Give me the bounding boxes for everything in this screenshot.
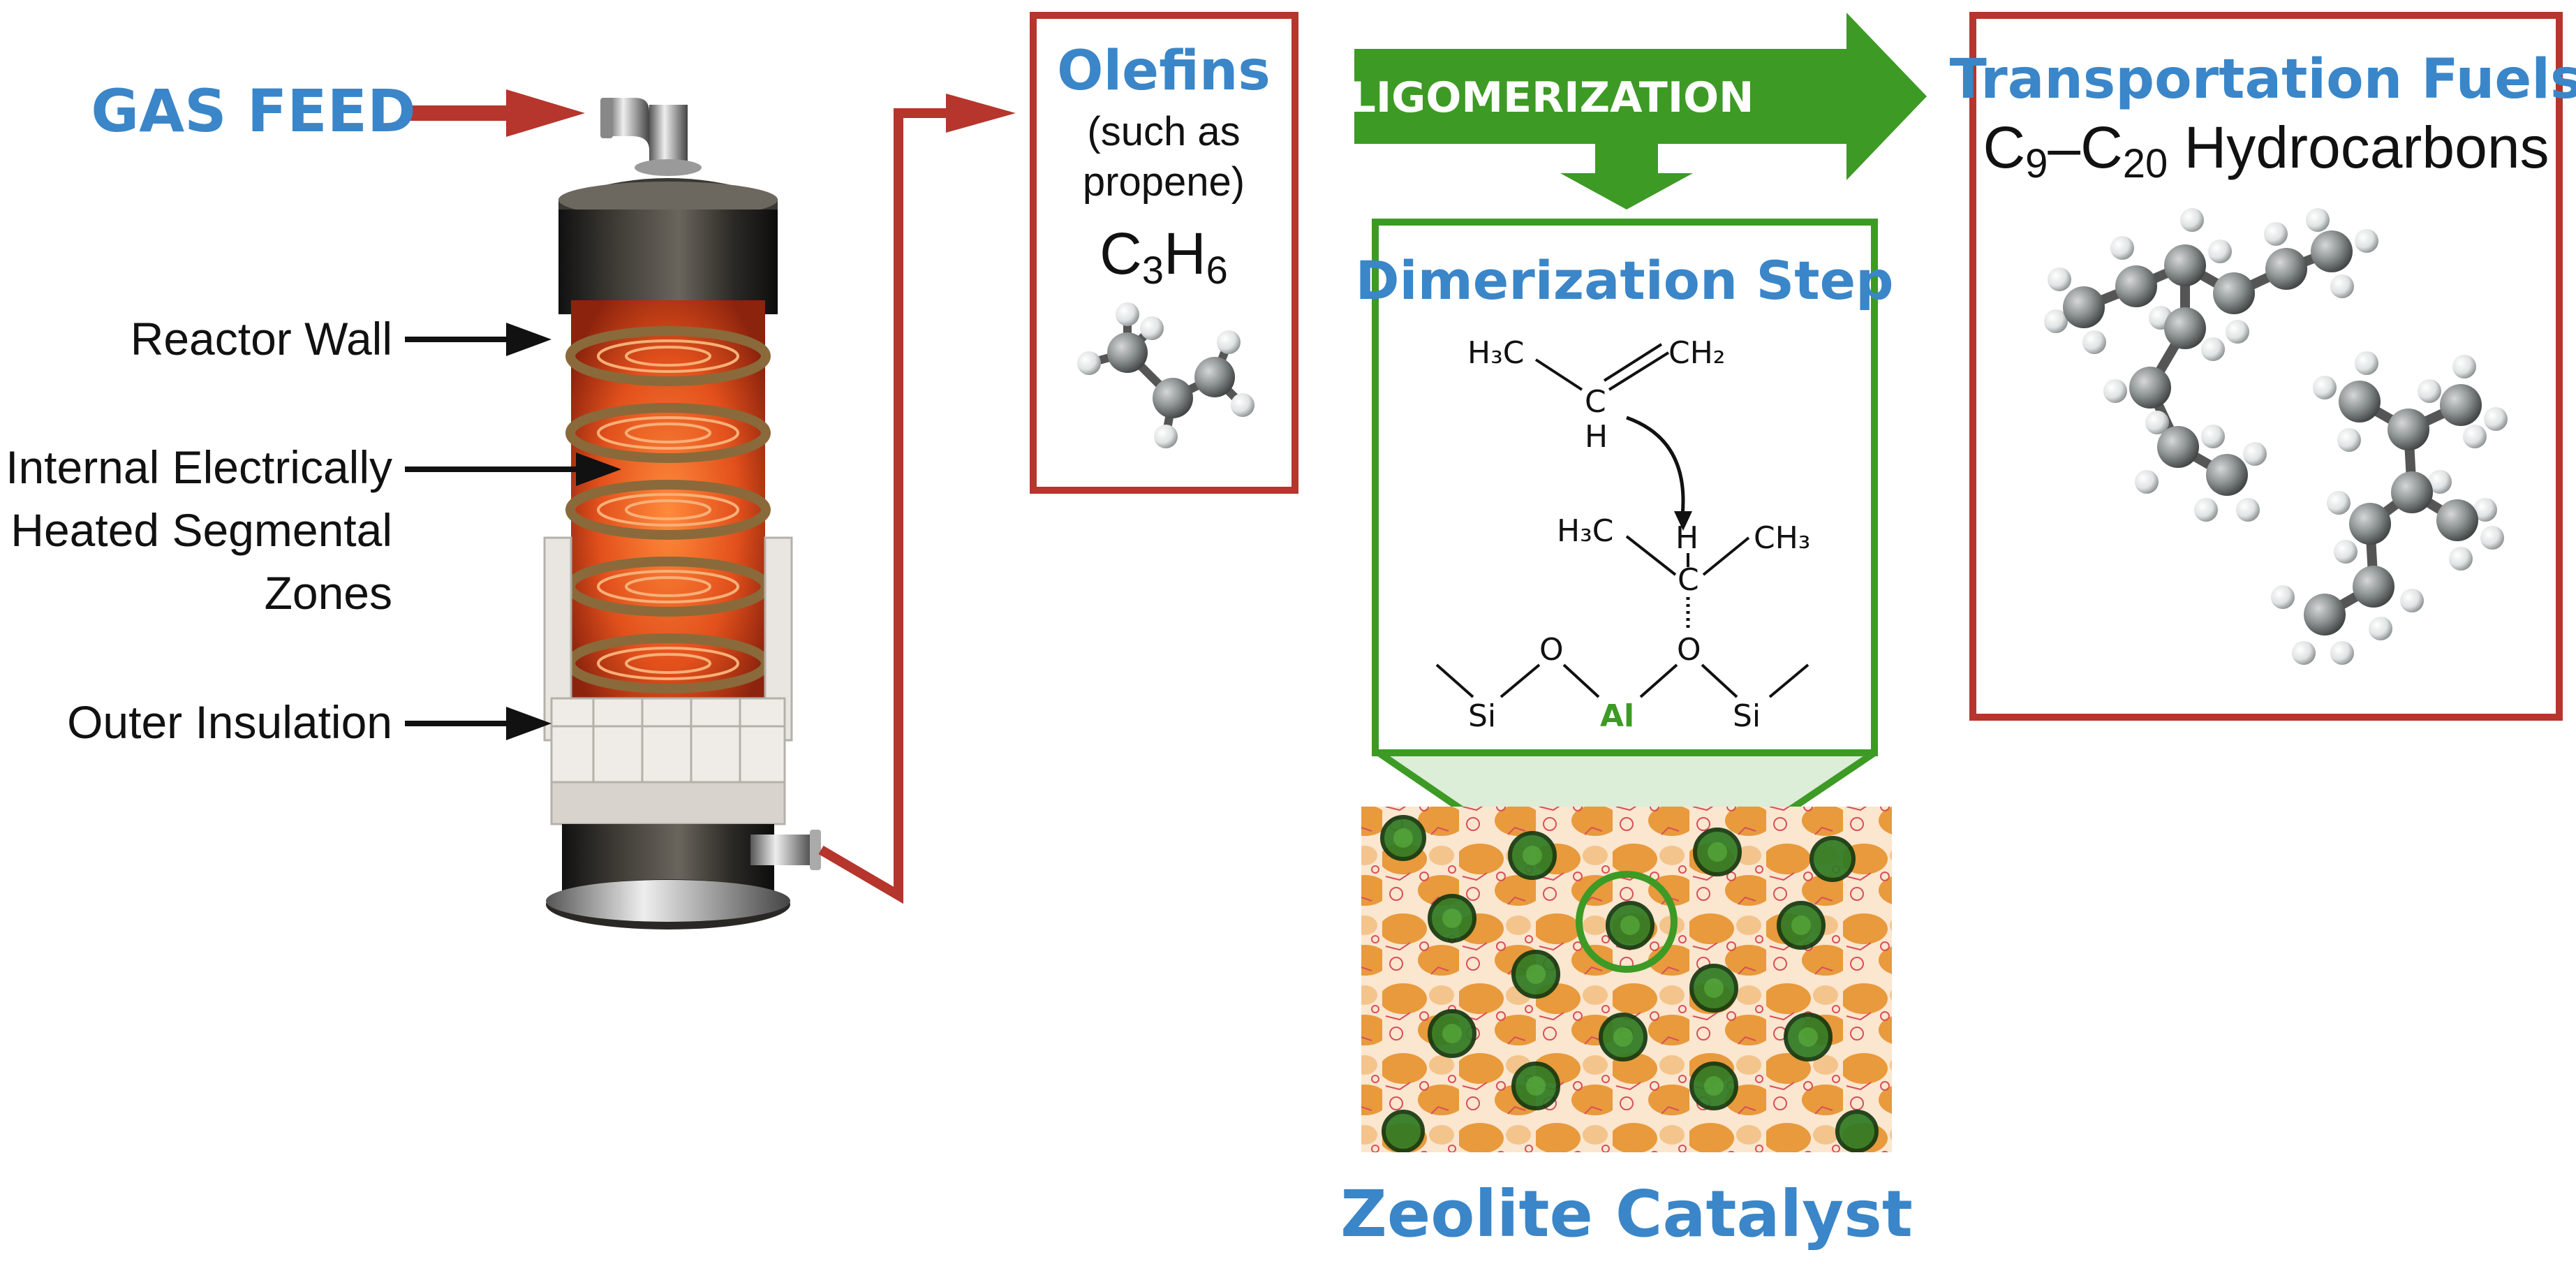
olefins-line2: propene) <box>1083 159 1245 205</box>
atom-o-right: O <box>1677 632 1701 668</box>
atom-ch3-mid: CH₃ <box>1754 520 1810 556</box>
fuels-title: Transportation Fuels <box>1950 48 2576 111</box>
hydrocarbon-molecule-2 <box>2271 351 2508 665</box>
label-outer-insulation: Outer Insulation <box>67 696 392 748</box>
flow-line-to-olefins <box>818 108 949 904</box>
arrow-reactor-wall <box>506 323 552 356</box>
atom-h3c-mid: H₃C <box>1557 513 1613 549</box>
outlet-pipe <box>750 835 813 865</box>
label-reactor-wall: Reactor Wall <box>131 313 392 365</box>
gas-feed-arrowhead <box>506 89 585 137</box>
atom-h-mid: H <box>1675 520 1698 556</box>
feed-pipe <box>600 98 702 176</box>
electron-arrow <box>1626 416 1685 516</box>
down-arrowhead <box>1560 173 1693 210</box>
fuels-formula: C9–C20 Hydrocarbons <box>1983 115 2549 186</box>
atom-o-left: O <box>1539 632 1564 668</box>
dimerization-title: Dimerization Step <box>1355 249 1893 311</box>
hydrocarbon-molecule-1 <box>2044 208 2378 522</box>
arrow-heated-zones <box>576 453 621 486</box>
zeolite-catalyst-label: Zeolite Catalyst <box>1340 1177 1913 1251</box>
atom-c-top: C <box>1585 384 1606 420</box>
atom-ch2: CH₂ <box>1668 335 1725 371</box>
atom-c-mid: C <box>1678 562 1699 598</box>
label-heated-line1: Internal Electrically <box>6 441 392 493</box>
gas-feed-arrow-shaft <box>401 105 513 121</box>
dimerization-box: Dimerization Step H₃C CH₂ C H H₃C H CH₃ … <box>1355 219 1894 756</box>
heated-zones <box>565 300 771 726</box>
olefins-line1: (such as <box>1087 109 1240 154</box>
olefins-box: Olefins (such as propene) C3H6 <box>1030 12 1298 494</box>
gas-feed-label: GAS FEED <box>91 77 416 145</box>
atom-h-top: H <box>1585 419 1608 455</box>
oligomerization-label: OLIGOMERIZATION <box>1314 73 1754 122</box>
reactor-illustration <box>543 98 821 929</box>
fuels-box: Transportation Fuels C9–C20 Hydrocarbons <box>1950 12 2576 721</box>
active-site-highlight <box>1576 871 1678 973</box>
outer-insulation <box>543 536 793 825</box>
reactor-wall <box>558 210 778 314</box>
oligomerization-arrow: OLIGOMERIZATION <box>1314 13 1927 210</box>
atom-si-right: Si <box>1733 698 1761 734</box>
label-heated-line2: Heated Segmental <box>10 504 392 556</box>
atom-h3c-top: H₃C <box>1467 335 1524 371</box>
zeolite-structure <box>1361 807 1892 1152</box>
flow-arrowhead-olefins <box>946 94 1016 133</box>
atom-si-left: Si <box>1468 698 1496 734</box>
arrow-outer-insulation <box>506 707 552 740</box>
atom-al: Al <box>1600 698 1634 734</box>
label-heated-line3: Zones <box>265 567 392 619</box>
propene-molecule <box>1077 302 1254 448</box>
olefins-title: Olefins <box>1057 40 1271 103</box>
propene-formula: C3H6 <box>1100 221 1228 292</box>
